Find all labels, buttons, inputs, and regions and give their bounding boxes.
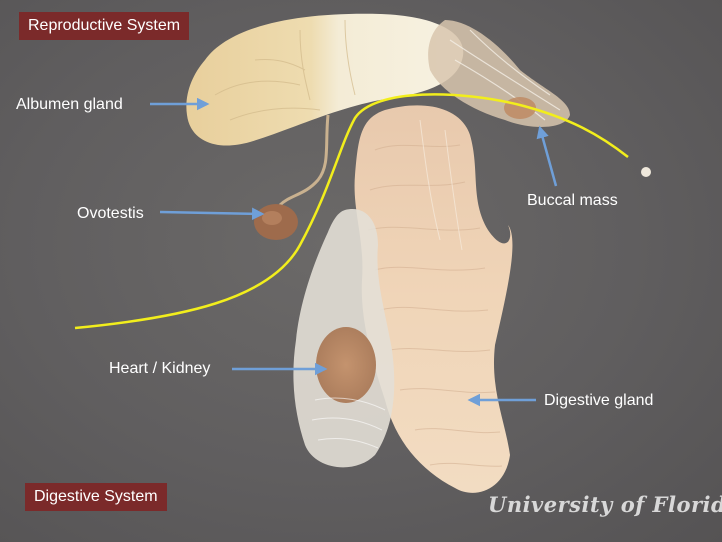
ovotestis-label: Ovotestis [77,205,144,222]
buccal-mass-label: Buccal mass [527,192,618,209]
heart-kidney [293,209,395,468]
buccal-mass [428,20,570,127]
university-watermark: University of Florida [488,492,722,517]
system-divider-line [74,93,629,330]
debris-speck [641,167,651,177]
digestive-system-badge: Digestive System [25,483,167,511]
ovotestis [254,114,330,240]
heart-kidney-label: Heart / Kidney [109,360,211,377]
reproductive-system-badge: Reproductive System [19,12,190,40]
albumen-gland-label: Albumen gland [16,96,123,113]
digestive-gland-label: Digestive gland [544,392,654,409]
buccal-mass-arrow [536,125,558,187]
ovotestis-arrow [159,207,265,221]
albumen-gland [186,13,464,146]
